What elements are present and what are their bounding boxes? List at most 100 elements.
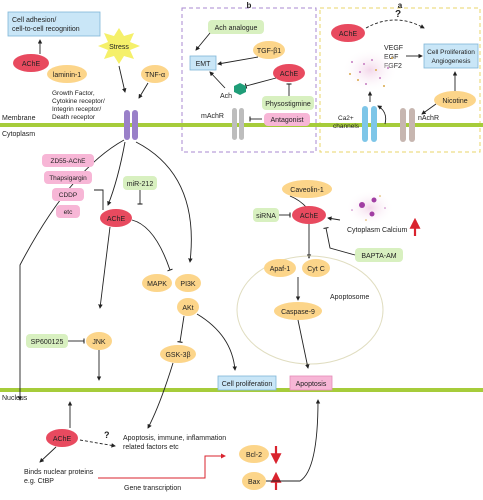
nachr-left [400, 108, 406, 142]
nucleus-label: Nucleus [2, 395, 28, 402]
caveolin-node [282, 180, 332, 198]
apoptosome-circle [236, 255, 384, 365]
machr-right [239, 108, 244, 140]
akt-label: AKt [182, 305, 193, 312]
caspase-label: Caspase-9 [281, 309, 315, 316]
akt-node [177, 298, 199, 316]
apoptosome-label: Apoptosome [330, 294, 369, 301]
laminin-label: laminin-1 [53, 72, 82, 79]
etc-box [56, 205, 80, 218]
sirna-box [253, 208, 279, 222]
ca-channel-right [371, 106, 377, 142]
nachr-right [409, 108, 415, 142]
apoptosis-box [289, 375, 333, 391]
ache-panel-b-label: AChE [280, 71, 299, 78]
apaf-label: Apaf-1 [270, 266, 291, 273]
bcl2-node [239, 445, 269, 463]
cddp-box [52, 188, 84, 201]
receptor-label-1: Growth Factor, [52, 90, 95, 97]
emt-box [189, 55, 217, 71]
panel-a-frame [319, 7, 481, 153]
nicotine-node [434, 91, 476, 109]
ca-channel-left [362, 106, 368, 142]
tnf-label: TNF-α [145, 72, 165, 79]
bapta-box [355, 248, 403, 262]
zd55-box [42, 154, 94, 167]
apaf-node [264, 259, 296, 277]
cytc-node [302, 259, 330, 277]
nucleus-question: ? [104, 430, 110, 440]
sp-label: SP600125 [31, 339, 64, 346]
cell-adhesion-line1: Cell adhesion/ [12, 17, 56, 24]
mir-box [123, 176, 157, 190]
cell-adhesion-line2: cell-to-cell recognition [12, 26, 80, 33]
cytoplasm-label: Cytoplasm [2, 131, 35, 138]
ach-hexagon [234, 83, 246, 95]
ache-topleft-label: AChE [22, 61, 41, 68]
calcium-cloud [346, 190, 394, 226]
cyto-calcium-label: Cytoplasm Calcium [347, 227, 407, 234]
pi3k-label: PI3K [180, 281, 196, 288]
apoptosis-label: Apoptosis [296, 381, 327, 388]
ache-node-topleft [13, 54, 49, 72]
ache-left-middle-label: AChE [107, 216, 126, 223]
binds-line-2: e.g. CtBP [24, 478, 54, 485]
ach-label: Ach [220, 93, 232, 100]
jnk-label: JNK [92, 339, 106, 346]
mir-label: miR-212 [127, 181, 154, 188]
cell-prolif-box [217, 375, 277, 391]
cddp-label: CDDP [59, 192, 77, 199]
panel-b-letter: b [247, 1, 252, 10]
nachr-label: nAchR [418, 115, 439, 122]
ache-node-panel-a [331, 24, 365, 42]
panel-a-question: ? [395, 9, 401, 20]
cell-prolif-angio-box [423, 43, 479, 69]
nicotine-label: Nicotine [442, 98, 467, 105]
factor-vegf: VEGF [384, 45, 403, 52]
ache-node-left-middle [100, 209, 132, 227]
pi3k-node [175, 274, 201, 292]
binds-line-1: Binds nuclear proteins [24, 469, 94, 476]
caveolin-label: Caveolin-1 [290, 187, 324, 194]
physostigmine-box [262, 96, 314, 110]
ca2-label-2: channels [333, 123, 360, 130]
gsk-label: GSK-3β [165, 352, 190, 359]
ache-right-middle-label: AChE [300, 213, 319, 220]
tnf-node [141, 65, 169, 83]
panel-a-letter: a [398, 1, 403, 10]
receptor-label-2: Cytokine receptor/ [52, 98, 105, 105]
panel-b-frame [181, 7, 317, 153]
nucleus-factors-2: related factors etc [123, 444, 179, 451]
tgf-node [253, 41, 285, 59]
ache-nucleus-label: AChE [53, 436, 72, 443]
bapta-label: BAPTA-AM [361, 253, 396, 260]
antagonist-box [264, 113, 310, 126]
cell-prolif-label: Cell proliferation [222, 381, 273, 388]
bax-label: Bax [248, 479, 261, 486]
tgf-label: TGF-β1 [257, 48, 281, 55]
receptor-label-3: Integrin receptor/ [52, 106, 101, 113]
antagonist-label: Antagonist [270, 117, 303, 124]
membrane-label: Membrane [2, 115, 36, 122]
speckle-cloud [342, 48, 398, 92]
emt-label: EMT [196, 61, 212, 68]
ache-node-panel-b [273, 64, 305, 82]
sirna-label: siRNA [256, 213, 276, 220]
mapk-node [142, 274, 172, 292]
bax-node [242, 472, 266, 490]
physostigmine-label: Physostigmine [265, 101, 311, 108]
cytc-label: Cyt C [307, 266, 325, 273]
caspase-node [274, 302, 322, 320]
stress-label: Stress [109, 44, 129, 51]
receptor-label-4: Death receptor [52, 114, 96, 121]
zd55-label: ZD55-AChE [50, 158, 86, 165]
laminin-node [47, 65, 87, 83]
ache-node-right-middle [292, 206, 326, 224]
ache-panel-a-label: AChE [339, 31, 358, 38]
jnk-node [86, 332, 112, 350]
receptor-right [132, 110, 138, 140]
cell-prolif-angio-2: Angiogenesis [431, 58, 471, 65]
ca2-label-1: Ca2+ [338, 115, 354, 122]
